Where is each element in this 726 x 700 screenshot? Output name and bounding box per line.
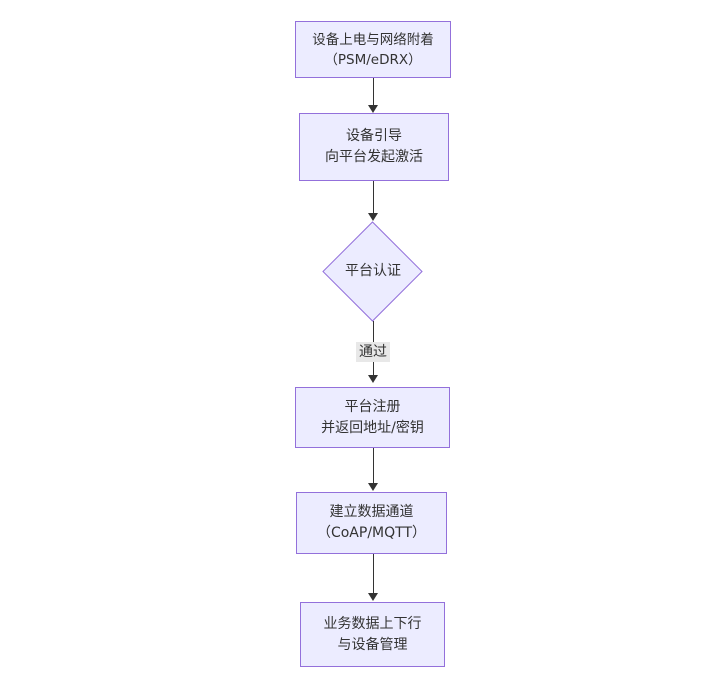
node-platform-register: 平台注册 并返回地址/密钥 xyxy=(295,387,450,448)
node-text-line: 设备引导 xyxy=(346,128,402,144)
edge-line xyxy=(373,554,374,593)
arrowhead-icon xyxy=(368,375,378,383)
node-text-line: 与设备管理 xyxy=(337,636,408,653)
node-data-channel: 建立数据通道 （CoAP/MQTT） xyxy=(296,492,447,554)
node-text-line: 平台注册 xyxy=(344,398,401,415)
arrowhead-icon xyxy=(368,483,378,491)
node-text-line: 建立数据通道 xyxy=(329,504,414,520)
node-text-line: （PSM/eDRX） xyxy=(324,51,422,68)
node-text-line: 并返回地址/密钥 xyxy=(321,419,424,436)
decision-platform-auth-label: 平台认证 xyxy=(345,263,401,279)
arrowhead-icon xyxy=(368,105,378,113)
edge-line xyxy=(373,448,374,483)
node-text-line: 向平台发起激活 xyxy=(325,149,423,165)
node-business-data-device-mgmt: 业务数据上下行 与设备管理 xyxy=(300,602,445,667)
node-text-line: 业务数据上下行 xyxy=(323,615,422,632)
node-text-line: 设备上电与网络附着 xyxy=(312,31,434,48)
arrowhead-icon xyxy=(368,213,378,221)
edge-line xyxy=(373,181,374,213)
edge-line xyxy=(373,78,374,105)
node-text-line: （CoAP/MQTT） xyxy=(316,525,427,541)
arrowhead-icon xyxy=(368,593,378,601)
node-power-network-attach: 设备上电与网络附着 （PSM/eDRX） xyxy=(295,21,451,78)
node-device-bootstrap: 设备引导 向平台发起激活 xyxy=(299,113,449,181)
edge-label-pass: 通过 xyxy=(356,342,390,362)
